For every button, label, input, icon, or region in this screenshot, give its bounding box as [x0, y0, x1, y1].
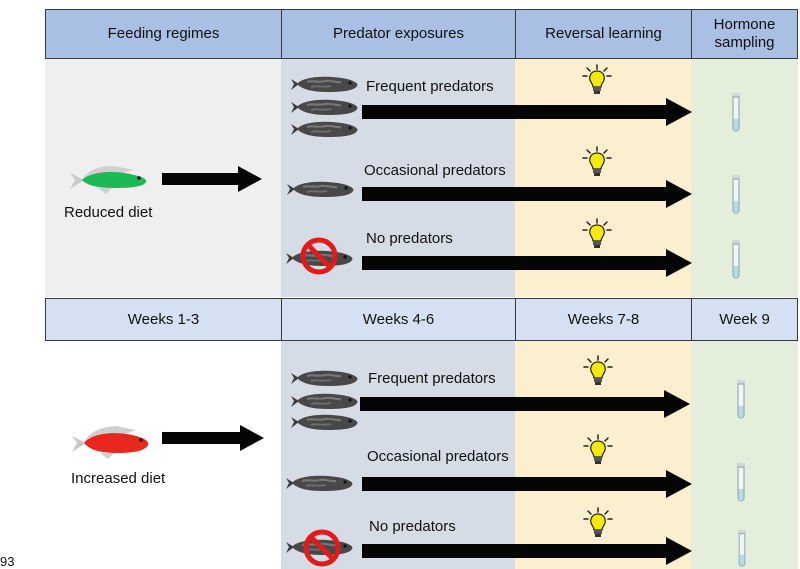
arrow-icon: [362, 180, 692, 208]
test-tube-icon: [731, 93, 741, 133]
lightbulb-icon: [582, 218, 612, 252]
header-predator-exposures: Predator exposures: [281, 9, 516, 59]
arrow-icon: [362, 537, 692, 565]
header-reversal-learning: Reversal learning: [515, 9, 692, 59]
hormone-bg-top: [691, 58, 798, 297]
predator-fish-icon: [288, 367, 360, 389]
arrow-icon: [362, 470, 692, 498]
lightbulb-icon: [583, 507, 613, 541]
frequent-predators-label-top: Frequent predators: [366, 78, 494, 95]
increased-diet-fish-icon: [72, 426, 149, 459]
lightbulb-icon: [583, 434, 613, 468]
weeks-1-3: Weeks 1-3: [45, 298, 282, 341]
occasional-predators-label-bottom: Occasional predators: [367, 448, 509, 465]
predator-fish-icon: [284, 178, 356, 200]
test-tube-icon: [736, 380, 746, 420]
test-tube-icon: [731, 240, 741, 280]
predator-fish-icon: [283, 472, 355, 494]
no-sign-icon: [302, 528, 342, 568]
lightbulb-icon: [582, 64, 612, 98]
no-predators-label-top: No predators: [366, 230, 453, 247]
lightbulb-icon: [582, 146, 612, 180]
week-9: Week 9: [691, 298, 798, 341]
predator-fish-icon: [288, 390, 360, 412]
predator-fish-icon: [288, 73, 360, 95]
test-tube-icon: [731, 175, 741, 215]
no-sign-icon: [299, 236, 339, 276]
page-number: 93: [0, 554, 15, 569]
test-tube-icon: [736, 463, 746, 503]
frequent-predators-label-bottom: Frequent predators: [368, 370, 496, 387]
occasional-predators-label-top: Occasional predators: [364, 162, 506, 179]
reduced-diet-fish-icon: [70, 166, 147, 194]
predator-fish-icon: [288, 96, 360, 118]
increased-diet-label: Increased diet: [71, 470, 166, 487]
header-feeding-regimes: Feeding regimes: [45, 9, 282, 59]
arrow-icon: [162, 166, 262, 192]
reduced-diet-label: Reduced diet: [64, 204, 153, 221]
arrow-icon: [162, 425, 264, 451]
weeks-7-8: Weeks 7-8: [515, 298, 692, 341]
arrow-icon: [362, 98, 692, 126]
arrow-icon: [360, 390, 690, 418]
arrow-icon: [362, 249, 692, 277]
predator-fish-icon: [288, 411, 360, 433]
header-hormone-sampling: Hormone sampling: [691, 9, 798, 59]
no-predators-label-bottom: No predators: [369, 518, 456, 535]
weeks-4-6: Weeks 4-6: [281, 298, 516, 341]
predator-fish-icon: [288, 118, 360, 140]
test-tube-icon: [737, 530, 747, 568]
lightbulb-icon: [583, 355, 613, 389]
